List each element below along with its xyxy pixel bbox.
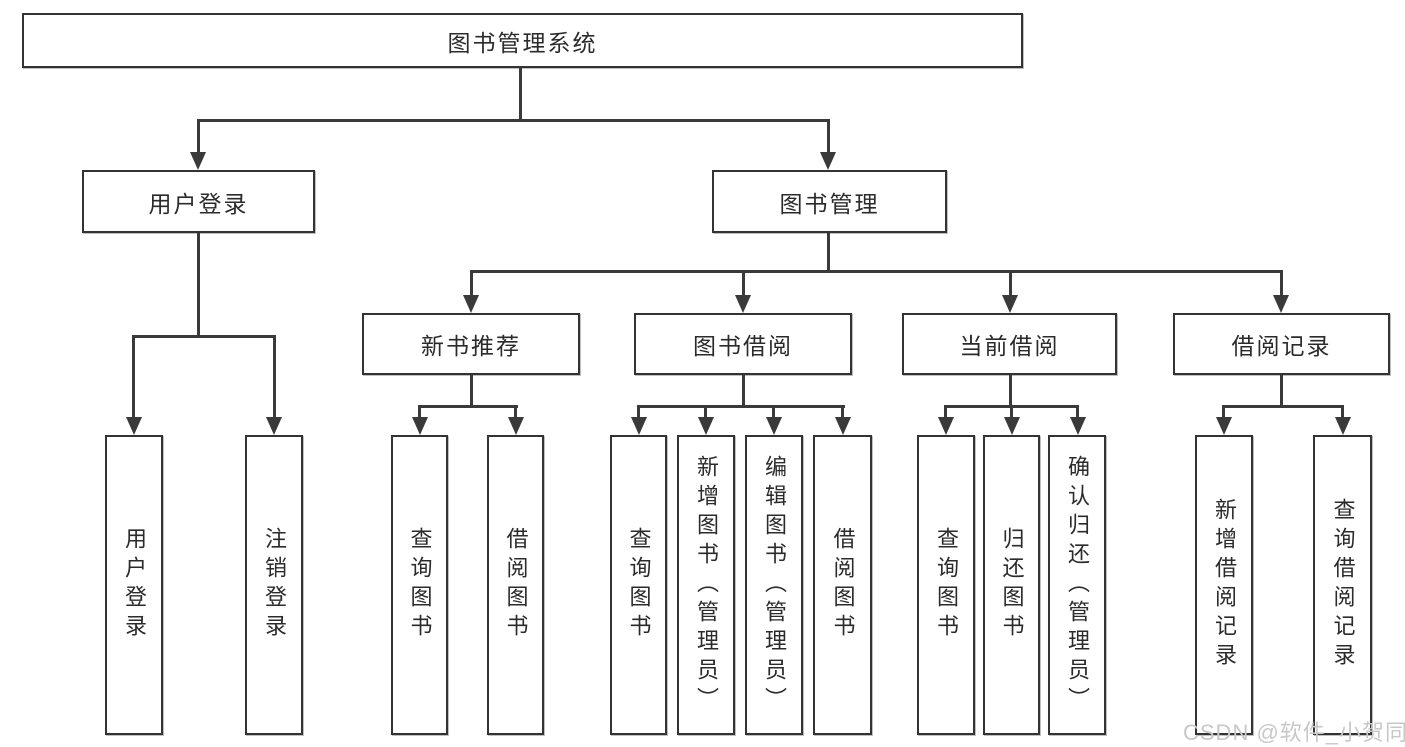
connector-segment <box>514 405 517 421</box>
node-label: 图书管理系统 <box>447 29 598 56</box>
node-label: 新书推荐 <box>421 333 521 359</box>
node-label: 图书借阅 <box>693 333 793 359</box>
connector-segment <box>1222 405 1344 408</box>
node-label: 借阅记录 <box>1231 333 1332 359</box>
connector-segment <box>841 405 844 421</box>
node-book-management: 图书管理 <box>712 170 947 233</box>
arrow-down-icon <box>508 417 524 435</box>
connector-segment <box>132 335 135 420</box>
arrow-down-icon <box>631 417 647 435</box>
connector-segment <box>1009 270 1012 298</box>
leaf-query-borrow-record: 查询借阅记录 <box>1313 435 1372 735</box>
leaf-add-book-admin: 新增图书（管理员） <box>677 435 735 735</box>
arrow-down-icon <box>938 417 954 435</box>
node-label: 当前借阅 <box>959 333 1060 359</box>
leaf-borrow-books-recommend: 借阅图书 <box>487 435 544 735</box>
leaf-logout: 注销登录 <box>245 435 303 735</box>
arrow-down-icon <box>463 295 479 313</box>
arrow-down-icon <box>735 295 751 313</box>
node-label: 查询图书 <box>407 527 433 643</box>
connector-segment <box>944 405 947 421</box>
arrow-down-icon <box>126 417 142 435</box>
node-label: 确认归还（管理员） <box>1065 454 1090 716</box>
node-label: 归还图书 <box>999 527 1025 643</box>
arrow-down-icon <box>1002 295 1018 313</box>
connector-segment <box>519 68 522 121</box>
arrow-down-icon <box>266 417 282 435</box>
connector-segment <box>742 375 745 408</box>
leaf-add-borrow-record: 新增借阅记录 <box>1195 435 1253 735</box>
connector-segment <box>637 405 845 408</box>
node-label: 用户登录 <box>122 527 147 643</box>
arrow-down-icon <box>412 417 428 435</box>
connector-segment <box>197 119 830 122</box>
node-new-book-recommendation: 新书推荐 <box>362 313 580 375</box>
leaf-query-books-borrowing: 查询图书 <box>610 435 667 735</box>
connector-segment <box>1076 405 1079 421</box>
node-label: 借阅图书 <box>830 527 856 643</box>
connector-segment <box>197 119 200 155</box>
connector-segment <box>418 405 518 408</box>
connector-segment <box>637 405 640 421</box>
connector-segment <box>1010 405 1013 421</box>
node-label: 查询借阅记录 <box>1330 498 1356 672</box>
connector-segment <box>1222 405 1225 421</box>
arrow-down-icon <box>1070 417 1086 435</box>
connector-segment <box>1280 375 1283 408</box>
arrow-down-icon <box>766 417 782 435</box>
arrow-down-icon <box>1004 417 1020 435</box>
leaf-query-books-recommend: 查询图书 <box>391 435 448 735</box>
connector-segment <box>470 270 1282 273</box>
connector-segment <box>197 233 200 337</box>
arrow-down-icon <box>698 417 714 435</box>
arrow-down-icon <box>1216 417 1232 435</box>
connector-segment <box>1280 270 1283 298</box>
leaf-borrow-books: 借阅图书 <box>813 435 872 735</box>
arrow-down-icon <box>190 152 206 170</box>
node-user-login: 用户登录 <box>82 170 315 233</box>
connector-segment <box>772 405 775 421</box>
leaf-return-book: 归还图书 <box>983 435 1040 735</box>
node-book-borrowing: 图书借阅 <box>634 313 852 375</box>
node-label: 新增借阅记录 <box>1212 498 1237 672</box>
node-borrowing-records: 借阅记录 <box>1173 313 1390 375</box>
node-label: 编辑图书（管理员） <box>762 454 787 716</box>
connector-segment <box>1341 405 1344 421</box>
connector-segment <box>273 335 276 420</box>
node-label: 注销登录 <box>262 527 287 643</box>
csdn-watermark: CSDN @软件_小贺同学 <box>1183 720 1405 745</box>
connector-segment <box>418 405 421 421</box>
leaf-edit-book-admin: 编辑图书（管理员） <box>745 435 803 735</box>
connector-segment <box>1009 375 1012 408</box>
leaf-query-books-current: 查询图书 <box>917 435 975 735</box>
leaf-user-login: 用户登录 <box>105 435 163 735</box>
connector-segment <box>742 270 745 298</box>
connector-segment <box>827 233 830 272</box>
connector-segment <box>827 119 830 155</box>
node-label: 用户登录 <box>148 190 249 217</box>
connector-segment <box>470 375 473 408</box>
node-label: 新增图书（管理员） <box>694 454 719 716</box>
arrow-down-icon <box>835 417 851 435</box>
arrow-down-icon <box>1335 417 1351 435</box>
node-label: 借阅图书 <box>503 527 529 643</box>
node-current-borrowing: 当前借阅 <box>902 313 1117 375</box>
leaf-confirm-return-admin: 确认归还（管理员） <box>1048 435 1106 735</box>
connector-segment <box>470 270 473 298</box>
node-label: 查询图书 <box>626 527 652 643</box>
node-label: 查询图书 <box>934 527 959 643</box>
node-library-system: 图书管理系统 <box>22 13 1023 68</box>
arrow-down-icon <box>820 152 836 170</box>
connector-segment <box>132 335 276 338</box>
connector-segment <box>704 405 707 421</box>
node-label: 图书管理 <box>779 190 880 217</box>
arrow-down-icon <box>1273 295 1289 313</box>
